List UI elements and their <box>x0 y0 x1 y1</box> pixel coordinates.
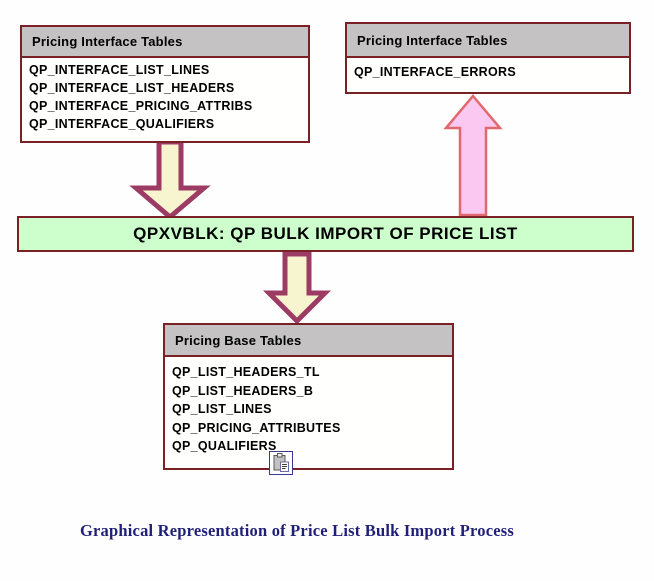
arrow-interface-to-process-icon <box>129 139 211 221</box>
table-name: QP_INTERFACE_ERRORS <box>354 65 516 79</box>
pricing-interface-tables-left-box: Pricing Interface Tables QP_INTERFACE_LI… <box>20 25 310 143</box>
table-name: QP_LIST_HEADERS_B <box>172 383 314 398</box>
table-name: QP_QUALIFIERS <box>172 439 277 453</box>
table-name: QP_LIST_LINES <box>172 402 272 416</box>
table-name: QP_PRICING_ATTRIBUTES <box>172 420 341 435</box>
table-name: QP_INTERFACE_LIST_LINES <box>29 63 210 77</box>
clipboard-paste-icon <box>269 451 293 475</box>
box-body: QP_INTERFACE_LIST_LINES QP_INTERFACE_LIS… <box>22 58 308 136</box>
box-title: Pricing Interface Tables <box>357 32 508 48</box>
caption: Graphical Representation of Price List B… <box>80 521 514 540</box>
table-name: QP_LIST_HEADERS_TL <box>172 365 320 379</box>
box-body: QP_INTERFACE_ERRORS <box>347 58 629 84</box>
pricing-interface-tables-right-box: Pricing Interface Tables QP_INTERFACE_ER… <box>345 22 631 94</box>
arrow-process-to-base-icon <box>262 251 332 325</box>
box-body: QP_LIST_HEADERS_TL QP_LIST_HEADERS_B QP_… <box>165 357 452 459</box>
table-name: QP_INTERFACE_LIST_HEADERS <box>29 81 235 95</box>
arrow-process-to-errors-icon <box>443 94 503 217</box>
table-name: QP_INTERFACE_QUALIFIERS <box>29 117 215 131</box>
pricing-base-tables-box: Pricing Base Tables QP_LIST_HEADERS_TL Q… <box>163 323 454 470</box>
box-header: Pricing Interface Tables <box>347 24 629 58</box>
box-header: Pricing Interface Tables <box>22 27 308 58</box>
box-title: Pricing Base Tables <box>175 332 302 348</box>
box-header: Pricing Base Tables <box>165 325 452 357</box>
process-banner: QPXVBLK: QP BULK IMPORT OF PRICE LIST <box>17 216 634 252</box>
box-title: Pricing Interface Tables <box>32 34 183 49</box>
table-name: QP_INTERFACE_PRICING_ATTRIBS <box>29 99 253 113</box>
